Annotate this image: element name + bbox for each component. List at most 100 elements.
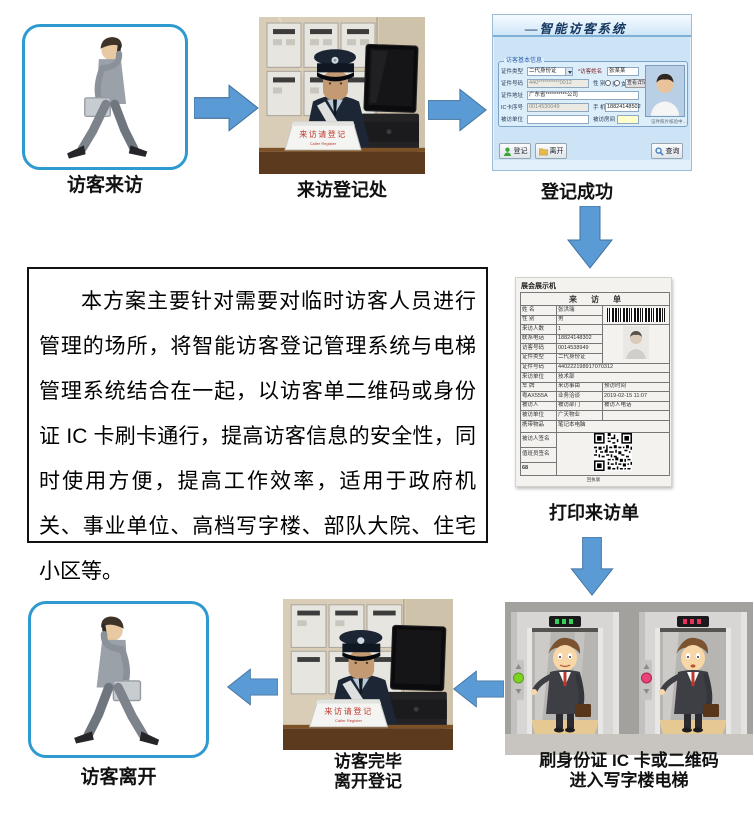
barcode [607, 308, 666, 322]
desk-sign-text-cn: 来访请登记 [324, 706, 373, 716]
cert-address-input[interactable]: 广东省**********公司 [527, 91, 639, 100]
registration-desk-photo: 来访请登记 Caller Register [259, 17, 425, 174]
slip-footer: 回执联 [586, 477, 601, 482]
elevator-left [511, 612, 619, 734]
phone-label: 手 机 [593, 105, 606, 111]
slip-barcode-cell [601, 305, 671, 325]
slip-value: 18824148302 [556, 333, 603, 345]
cert-type-label: 证件类型 [501, 69, 524, 75]
cert-type-select[interactable]: 二代身份证 [527, 67, 573, 76]
slip-label: 车 牌 [520, 381, 557, 392]
slip-value: 张洪瑞 [556, 305, 603, 316]
printer [359, 113, 419, 152]
arrow-right-icon [194, 84, 259, 132]
search-button-label: 查询 [665, 148, 680, 155]
slip-label: 联系电话 [520, 333, 557, 345]
elevator-right [639, 612, 747, 734]
slip-label: 被访单位 [520, 410, 557, 421]
solution-description-box: 本方案主要针对需要对临时访客人员进行管理的场所，将智能访客登记管理系统与电梯管理… [27, 267, 488, 583]
visitor-id-photo [645, 65, 685, 117]
slip-empty-cell [601, 410, 671, 421]
ic-card-input[interactable]: 0014530049 [527, 103, 589, 112]
arrow-right-icon [428, 88, 487, 132]
search-button[interactable]: 查询 [651, 143, 683, 159]
slip-value: 业务洽谈 [556, 391, 603, 402]
slip-label: 被访人签名 [520, 431, 557, 448]
slip-value: 技术部 [555, 372, 671, 383]
arrow-left-icon [452, 670, 504, 708]
elevator-call-button-green [513, 672, 524, 684]
gender-label: 性 别 [593, 81, 606, 87]
register-button[interactable]: 登记 [499, 143, 531, 159]
qr-code [594, 433, 633, 471]
cartoon-man-right [659, 637, 719, 733]
slip-label: 来访事由 [556, 381, 603, 392]
visitor-name-label: *访客姓名 [578, 69, 603, 75]
slip-label: 被访部门 [556, 400, 603, 411]
slip-value: 2019-02-15 11:07 [601, 391, 671, 402]
arrow-down-icon [566, 206, 614, 269]
slip-device-header: 展会展示机 [521, 283, 556, 290]
slip-label: 预访时间 [601, 381, 671, 392]
slip-value: 男 [556, 314, 603, 325]
slip-photo-cell [601, 324, 671, 364]
visitor-name-input[interactable]: 张某某 [607, 67, 639, 76]
leave-registration-desk-photo: 来访请登记 Caller Register [283, 599, 453, 750]
reception-desk [283, 724, 453, 750]
slip-label: 性 别 [520, 314, 557, 325]
slip-label: 来访人数 [520, 324, 557, 335]
label-elevator: 刷身份证 IC 卡或二维码 进入写字楼电梯 [505, 751, 753, 791]
leave-button-label: 离开 [549, 148, 564, 155]
businessman-figure [73, 616, 159, 745]
label-elevator-line2: 进入写字楼电梯 [569, 771, 689, 790]
folder-icon [538, 148, 548, 155]
slip-label: 证件号码 [520, 362, 557, 373]
label-registration-desk: 来访登记处 [297, 180, 387, 200]
label-print-slip: 打印来访单 [549, 503, 639, 523]
magnifier-icon [654, 146, 664, 156]
gender-female-radio[interactable]: 女 [614, 80, 627, 90]
leave-button[interactable]: 离开 [535, 143, 567, 159]
visited-room-input[interactable] [617, 115, 639, 124]
label-elevator-line1: 刷身份证 IC 卡或二维码 [539, 751, 719, 770]
monitor [389, 624, 447, 692]
businessman-walking-illustration [67, 37, 148, 159]
window-title: —智能访客系统 [525, 22, 627, 36]
businessman-figure [67, 37, 148, 159]
label-finish-line2: 离开登记 [334, 772, 402, 791]
desk-sign-text-cn: 来访请登记 [299, 129, 346, 139]
ic-card-label: IC卡序号 [501, 105, 524, 111]
label-finish: 访客完毕 离开登记 [283, 752, 453, 792]
visitor-slip: 展会展示机 来访单 姓 名 张洪瑞 性 别 男 来访人数 1 [515, 277, 672, 487]
slip-value: 广天物业 [556, 410, 603, 421]
window-titlebar: —智能访客系统 [493, 15, 691, 37]
slip-value: 粤AX555A [520, 391, 557, 402]
slip-value: 二代身份证 [556, 352, 603, 364]
label-visitor-arrive: 访客来访 [66, 175, 143, 196]
desk-sign-text-en: Caller Register [335, 718, 363, 723]
phone-input[interactable]: 18824148502 [605, 103, 641, 112]
slip-serial: 68 [520, 461, 557, 477]
slip-label: 来访单位 [520, 372, 557, 383]
slip-label: 姓 名 [520, 305, 557, 316]
visited-unit-input[interactable] [527, 115, 589, 124]
printer [385, 691, 447, 729]
slip-portrait [623, 325, 650, 359]
label-register-success: 登记成功 [541, 182, 613, 202]
reception-desk [259, 147, 425, 174]
slip-value: 1 [556, 324, 603, 335]
cert-no-input[interactable]: 440**********0012 [527, 79, 589, 88]
cert-no-label: 证件号码 [501, 81, 524, 87]
slip-label: 被访人电话 [601, 400, 671, 411]
dropdown-arrow-icon[interactable] [565, 68, 572, 75]
label-finish-line1: 访客完毕 [334, 752, 402, 771]
elevator-floor [505, 734, 753, 755]
slip-label: 携带物品 [520, 419, 557, 433]
person-icon [503, 147, 511, 156]
visited-unit-label: 被访单位 [501, 117, 524, 123]
visited-room-label: 被访房间 [593, 117, 616, 123]
slip-title: 来访单 [519, 292, 671, 306]
slip-label: 访客号码 [520, 343, 557, 354]
solution-description-text: 本方案主要针对需要对临时访客人员进行管理的场所，将智能访客登记管理系统与电梯管理… [39, 290, 476, 583]
